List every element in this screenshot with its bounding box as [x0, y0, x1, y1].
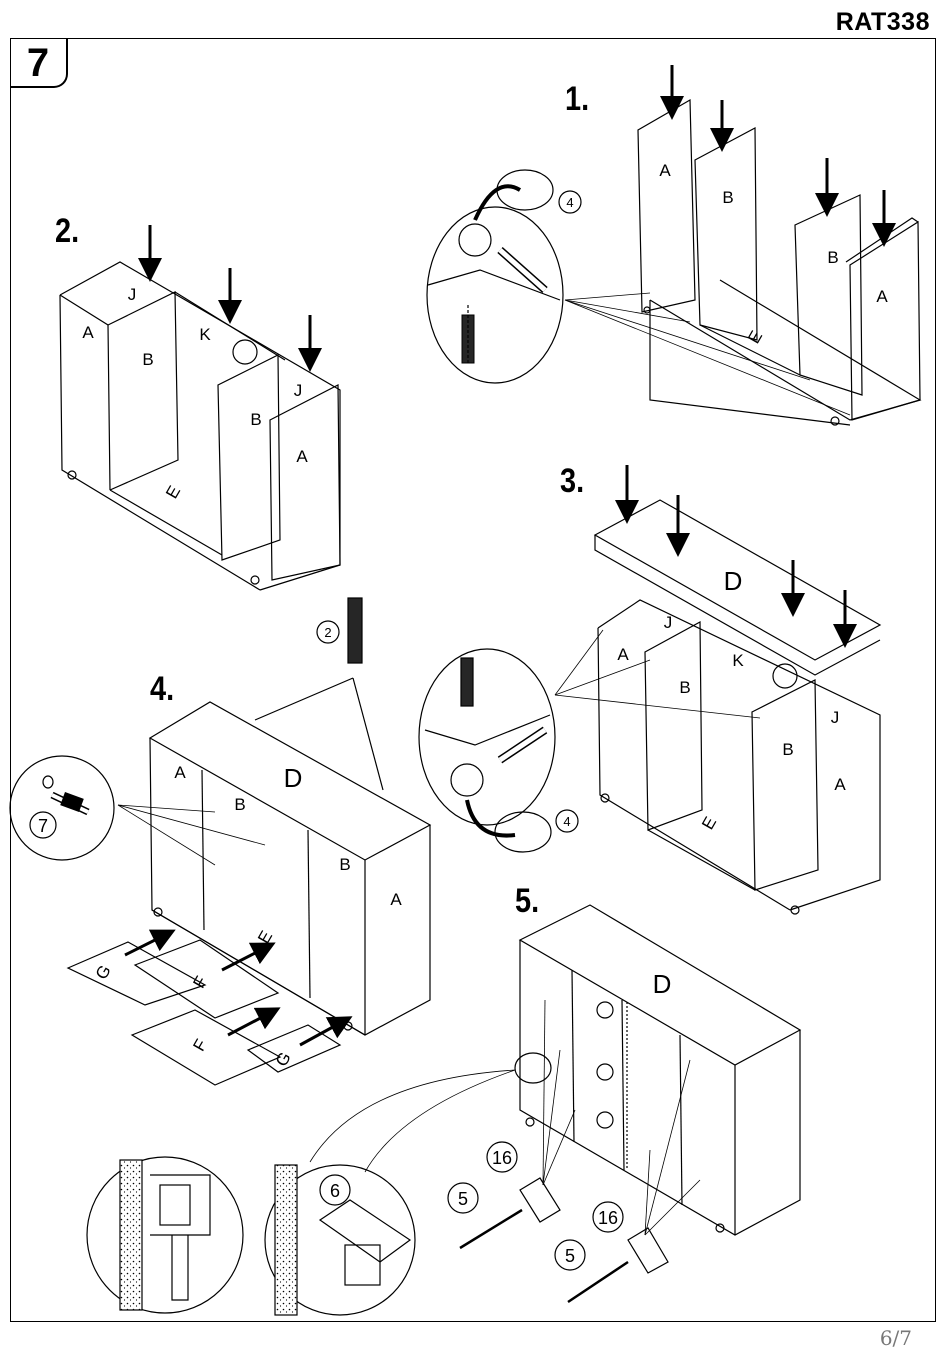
panel-letter-a: A	[82, 323, 94, 342]
panel-letter-e: E	[698, 814, 720, 833]
panel-letter-a: A	[174, 763, 186, 782]
page-number: 6/7	[880, 1326, 912, 1350]
panel-letter-b: B	[339, 855, 350, 874]
step2-drawing	[60, 262, 340, 590]
step3-arrows	[627, 465, 845, 636]
callout-part-4: 4	[563, 814, 570, 829]
callout-part-5: 5	[565, 1246, 575, 1266]
panel-letter-b: B	[679, 678, 690, 697]
step1-arrows	[672, 65, 884, 235]
panel-letter-a: A	[390, 890, 402, 909]
panel-letter-b: B	[827, 248, 838, 267]
step5-drawing	[460, 905, 800, 1302]
panel-letter-d: D	[724, 566, 743, 596]
callout-part-7: 7	[38, 816, 48, 836]
panel-letter-b: B	[234, 795, 245, 814]
panel-letter-b: B	[142, 350, 153, 369]
callout-part-2: 2	[324, 625, 331, 640]
panel-letter-j: J	[294, 381, 303, 400]
step5-detail-a	[87, 1157, 243, 1313]
panel-letter-j: J	[128, 285, 137, 304]
step5-leaders	[310, 1000, 700, 1235]
callout-part-16: 16	[492, 1148, 512, 1168]
panel-letter-j: J	[831, 708, 840, 727]
panel-letter-e: E	[162, 483, 184, 502]
step1-drawing	[638, 100, 920, 425]
callout-part-4: 4	[566, 195, 573, 210]
panel-letter-j: J	[664, 613, 673, 632]
panel-letter-k: K	[199, 325, 211, 344]
panel-letter-f: F	[189, 1036, 211, 1054]
panel-letter-e: E	[744, 328, 766, 347]
step4-detail	[10, 756, 114, 860]
callout-part-6: 6	[330, 1181, 340, 1201]
step3-detail	[419, 649, 555, 852]
panel-letter-g: G	[92, 962, 115, 983]
callout-part-16: 16	[598, 1208, 618, 1228]
panel-letter-e: E	[254, 928, 276, 947]
panel-letter-d: D	[284, 763, 303, 793]
panel-letter-a: A	[834, 775, 846, 794]
panel-letter-b: B	[250, 410, 261, 429]
panel-letter-a: A	[617, 645, 629, 664]
panel-letter-a: A	[876, 287, 888, 306]
panel-letter-a: A	[296, 447, 308, 466]
panel-letter-b: B	[782, 740, 793, 759]
callout-part-5: 5	[458, 1189, 468, 1209]
dark-parts	[60, 315, 474, 812]
panel-letter-k: K	[732, 651, 744, 670]
step1-leaders	[565, 293, 850, 415]
panel-letter-d: D	[653, 969, 672, 999]
step4-drawing	[68, 598, 430, 1085]
panel-letter-b: B	[722, 188, 733, 207]
step4-leaders	[118, 805, 265, 865]
step1-detail	[427, 170, 563, 383]
step3-drawing	[595, 500, 880, 914]
panel-letter-a: A	[659, 161, 671, 180]
